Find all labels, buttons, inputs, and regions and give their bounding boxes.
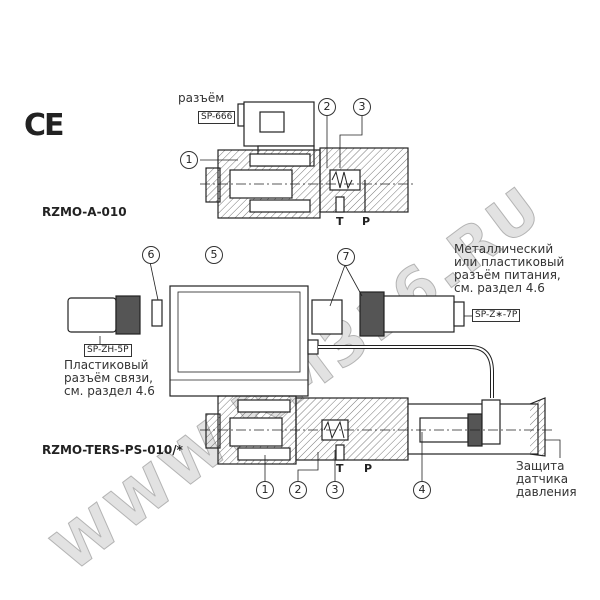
note-line: см. раздел 4.6 xyxy=(64,384,155,398)
top-valve xyxy=(200,101,415,219)
sensor-guard-note: Защита датчика давления xyxy=(516,460,577,499)
callout-6: 6 xyxy=(142,246,160,264)
valve-block xyxy=(295,397,409,461)
callout-4: 4 xyxy=(413,481,431,499)
callout-3: 3 xyxy=(353,98,371,116)
ce-mark: CE xyxy=(24,108,64,143)
top-model-label: RZMO-A-010 xyxy=(42,205,127,219)
connector-nut xyxy=(237,103,245,127)
bottom-valve xyxy=(200,395,561,482)
power-socket xyxy=(311,299,343,335)
note-line: давления xyxy=(516,485,577,499)
note-line: Пластиковый xyxy=(64,358,149,372)
port-p: P xyxy=(364,462,373,475)
callout-2: 2 xyxy=(318,98,336,116)
port-p: P xyxy=(362,215,371,228)
port-t: T xyxy=(336,215,344,228)
power-connector-note: Металлический или пластиковый разъём пит… xyxy=(454,243,564,295)
note-line: Металлический xyxy=(454,242,554,256)
connector-label: разъём xyxy=(178,91,225,105)
callout-7: 7 xyxy=(337,248,355,266)
bottom-model-label: RZMO-TERS-PS-010/* xyxy=(42,443,183,457)
callout-2: 2 xyxy=(289,481,307,499)
electronics-assembly xyxy=(67,261,494,398)
port-t: T xyxy=(336,462,344,475)
comm-connector-knurl xyxy=(115,295,141,335)
connector-sp666 xyxy=(243,101,315,147)
power-connector-code-tag: SP-Z∗-7P xyxy=(472,309,521,322)
comm-connector xyxy=(67,297,117,333)
power-connector-knurl xyxy=(359,291,385,337)
note-line: датчика xyxy=(516,472,569,486)
note-line: или пластиковый xyxy=(454,255,565,269)
callout-5: 5 xyxy=(205,246,223,264)
note-line: Защита xyxy=(516,459,565,473)
connector-code-tag: SP-666 xyxy=(198,111,236,124)
note-line: см. раздел 4.6 xyxy=(454,281,545,295)
callout-3: 3 xyxy=(326,481,344,499)
callout-1: 1 xyxy=(256,481,274,499)
comm-connector-code-tag: SP-ZH-5P xyxy=(84,344,132,357)
comm-connector-note: Пластиковый разъём связи, см. раздел 4.6 xyxy=(64,359,155,398)
callout-1: 1 xyxy=(180,151,198,169)
note-line: разъём связи, xyxy=(64,371,153,385)
note-line: разъём питания, xyxy=(454,268,561,282)
power-connector xyxy=(383,295,455,333)
